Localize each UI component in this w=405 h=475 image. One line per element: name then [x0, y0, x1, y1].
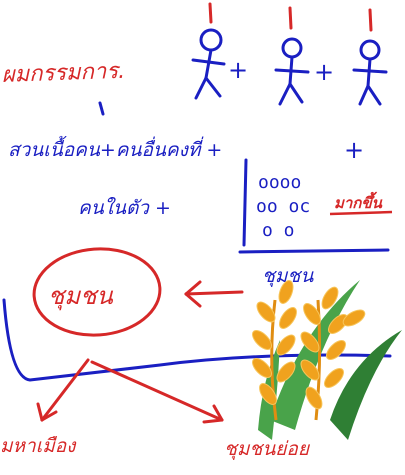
ground-line — [2, 298, 392, 382]
arrow-left-icon — [184, 280, 244, 308]
stick-figure-icon — [191, 2, 226, 100]
handwriting-red-top: ผมกรรมการ. — [1, 59, 125, 88]
handwriting-red-bottom-right: ชุมชนย่อย — [224, 438, 311, 460]
handwriting-blue-label: คนในตัว + — [78, 196, 171, 219]
rice-logo-icon — [252, 280, 402, 440]
dots-row: oo oc — [256, 196, 310, 217]
stick-figure-icon — [274, 6, 310, 106]
underline — [329, 210, 393, 216]
top-left-red-text: ผมกรรมการ. — [1, 59, 125, 88]
plus-sign: + — [344, 136, 364, 164]
handwriting-blue-community: ชุมชน — [262, 265, 314, 287]
ring — [32, 247, 162, 337]
dots-row: oooo — [258, 172, 301, 193]
arrow-icon — [90, 360, 224, 424]
svg-text:+: + — [314, 58, 334, 86]
handwriting-red-more: มากขึ้น — [334, 191, 383, 212]
handwriting-ring-label: ชุมชน — [48, 282, 113, 311]
handwriting-blue-middle: สวนเนื้อคน+คนอื่นคงที่ + — [8, 135, 222, 161]
stick-figure-icon — [352, 8, 388, 106]
tick-mark — [98, 101, 105, 116]
dots-row: o o — [262, 220, 295, 241]
divider-line — [242, 158, 248, 247]
handwriting-red-bottom-left: มหาเมือง — [0, 435, 77, 457]
svg-text:+: + — [228, 56, 248, 84]
arrow-icon — [36, 358, 90, 422]
underline — [238, 248, 390, 254]
dots-cluster: oooo oo oc o o — [256, 172, 310, 241]
